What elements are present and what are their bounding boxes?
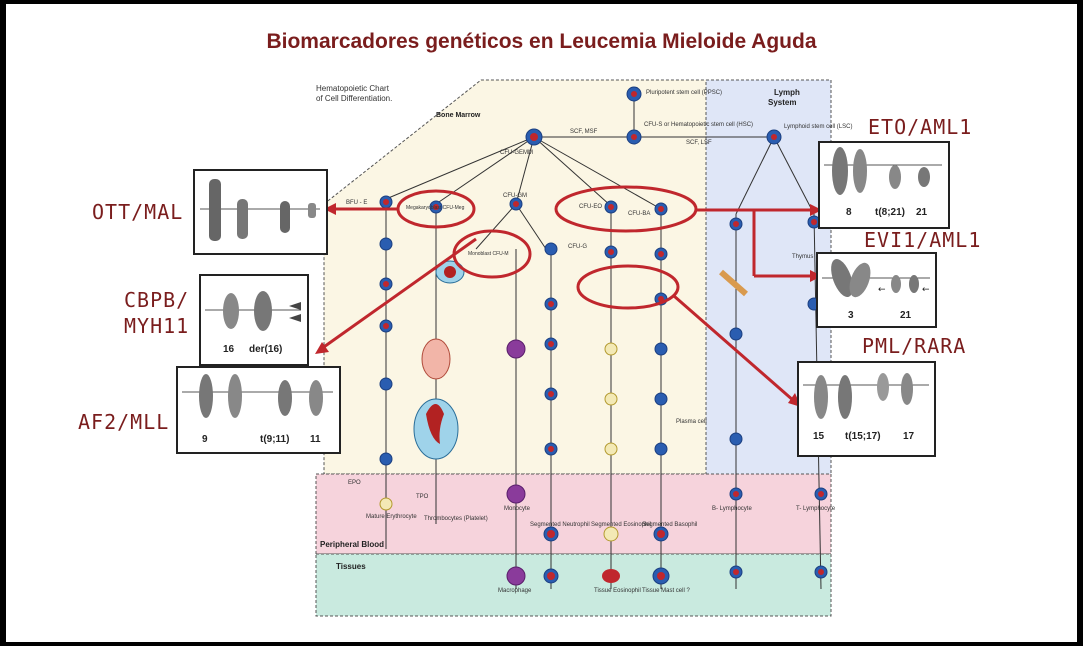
karyotype-box-eto-aml1: 8 t(8;21) 21 (818, 141, 950, 229)
bfu-e-label: BFU - E (346, 200, 368, 206)
cfu-eo-label: CFU-EO (579, 204, 602, 210)
label-ott-mal: OTT/MAL (92, 200, 184, 224)
karyotype-label-21: 21 (916, 207, 928, 218)
lsc-label: Lymphoid stem cell (LSC) (784, 124, 853, 130)
karyotype-box-cbpb-myh11: 16 der(16) (199, 274, 309, 366)
pluripotent-label: Pluripotent stem cell (PPSC) (646, 90, 723, 96)
karyotype-box-evi1-aml1: ← ← 3 21 (816, 252, 937, 328)
karyotype-label-t8-21: t(8;21) (875, 207, 906, 218)
label-evi1-aml1: EVI1/AML1 (864, 228, 982, 252)
tissues-region (315, 553, 832, 617)
chromosome-image (200, 179, 320, 241)
chromosome-image (824, 147, 942, 195)
monocyte-label: Monocyte (504, 506, 531, 512)
cfu-gemm-label: CFU-GEMM (500, 150, 533, 156)
thymus-label: Thymus (792, 254, 814, 260)
karyotype-label-17: 17 (903, 431, 915, 442)
label-myh11: MYH11 (124, 314, 190, 338)
label-pml-rara: PML/RARA (862, 334, 967, 358)
svg-text:←: ← (878, 285, 886, 295)
cfu-gm-label: CFU-GM (503, 193, 527, 199)
mature-erythrocyte-label: Mature Erythrocyte (366, 514, 417, 520)
label-cbpb: CBPB/ (124, 288, 190, 312)
label-af2-mll: AF2/MLL (78, 410, 170, 434)
karyotype-label-der16: der(16) (249, 344, 283, 355)
page-title: Biomarcadores genéticos en Leucemia Miel… (266, 30, 817, 53)
chromosome-image (182, 374, 333, 418)
karyotype-box-ott-mal (193, 169, 328, 255)
karyotype-box-af2-mll: 9 t(9;11) 11 (176, 366, 341, 454)
scf-lsf-label: SCF, LSF (686, 140, 712, 146)
peripheral-blood-label: Peripheral Blood (320, 540, 385, 549)
karyotype-label-16: 16 (223, 344, 235, 355)
thrombocytes-label: Thrombocytes (Platelet) (424, 516, 488, 522)
lymph-system-label-1: Lymph (774, 88, 800, 97)
chromosome-image (205, 291, 301, 331)
seg-basophil-label: Segmented Basophil (642, 522, 698, 528)
monoblast-label: Monoblast CFU-M (468, 251, 509, 257)
seg-neutrophil-label: Segmented Neutrophil (530, 522, 590, 528)
label-eto-aml1: ETO/AML1 (868, 115, 973, 139)
karyotype-label-t9-11: t(9;11) (260, 434, 290, 445)
tpo-label: TPO (416, 494, 429, 500)
tissue-eosinophil-label: Tissue Eosinophil (594, 588, 641, 594)
megakaryoblast-label: Megakaryoblast CFU-Meg (406, 205, 465, 211)
slide-frame: Biomarcadores genéticos en Leucemia Miel… (6, 4, 1077, 642)
chart-heading-line1: Hematopoietic Chart (316, 84, 389, 93)
karyotype-box-pml-rara: 15 t(15;17) 17 (797, 361, 936, 457)
mast-cell-label: Tissue Mast cell ? (642, 588, 690, 594)
svg-text:←: ← (922, 285, 930, 295)
cfu-ba-label: CFU-BA (628, 211, 651, 217)
karyotype-label-8: 8 (846, 207, 852, 218)
macrophage-label: Macrophage (498, 588, 532, 594)
chart-heading-line2: of Cell Differentiation. (316, 94, 393, 103)
seg-eosinophil-label: Segmented Eosinophil (591, 522, 652, 528)
tissues-label: Tissues (336, 562, 366, 571)
karyotype-label-t15-17: t(15;17) (845, 431, 881, 442)
scf-msf-label: SCF, MSF (570, 129, 598, 135)
cfu-g-label: CFU-G (568, 244, 587, 250)
karyotype-label-3: 3 (848, 310, 854, 321)
karyotype-label-9: 9 (202, 434, 208, 445)
bone-marrow-label: Bone Marrow (436, 112, 481, 119)
t-lymphocyte-label: T- Lymphocyte (796, 506, 836, 512)
b-lymphocyte-label: B- Lymphocyte (712, 506, 752, 512)
chromosome-image (803, 373, 929, 419)
karyotype-label-11: 11 (310, 434, 321, 445)
karyotype-label-21b: 21 (900, 310, 912, 321)
karyotype-label-15: 15 (813, 431, 825, 442)
cfu-s-label: CFU-S or Hematopoietic stem cell (HSC) (644, 122, 754, 128)
chromosome-image: ← ← (822, 258, 930, 298)
plasma-cell-label: Plasma cell (676, 419, 707, 425)
lymph-system-label-2: System (768, 98, 797, 107)
epo-label: EPO (348, 480, 361, 486)
